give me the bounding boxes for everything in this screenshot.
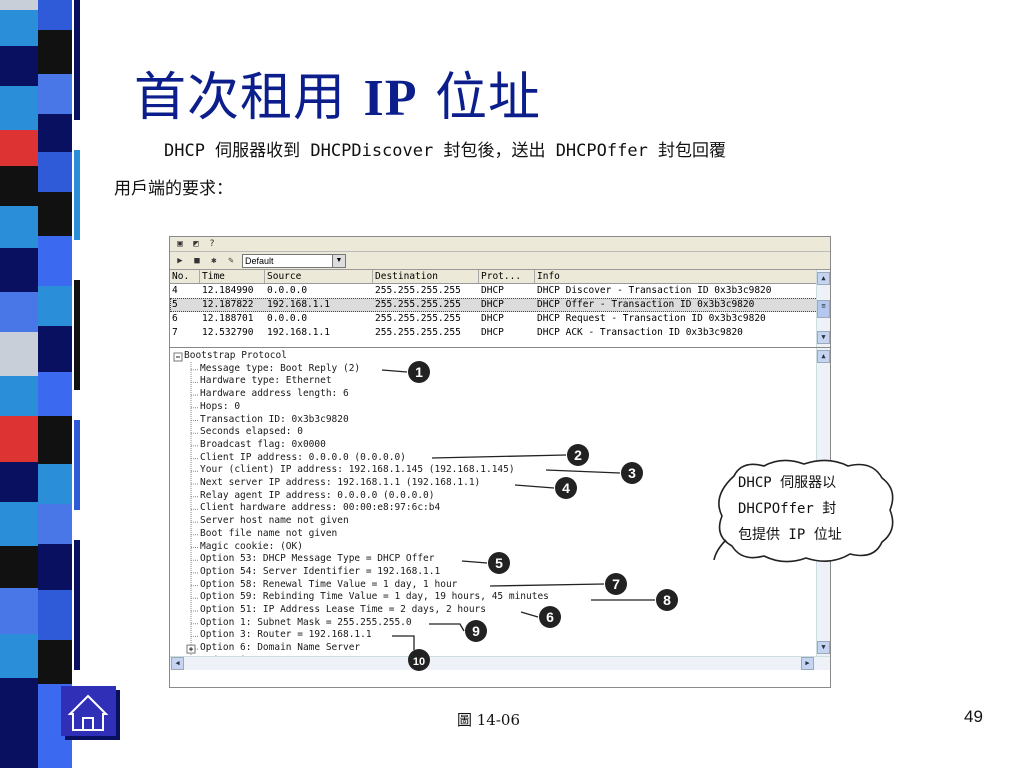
tree-item[interactable]: Relay agent IP address: 0.0.0.0 (0.0.0.0… bbox=[200, 489, 435, 501]
column-header[interactable]: Prot... bbox=[479, 270, 535, 283]
main-toolbar: ▣ ◩ ? bbox=[170, 237, 830, 252]
packet-cell: DHCP Request - Transaction ID 0x3b3c9820 bbox=[537, 313, 766, 324]
tree-item[interactable]: Hardware type: Ethernet bbox=[200, 375, 332, 387]
packet-cell: 5 bbox=[172, 299, 178, 310]
column-header[interactable]: Info bbox=[535, 270, 830, 283]
packet-cell: 255.255.255.255 bbox=[375, 313, 461, 324]
callout-line-3: 包提供 IP 位址 bbox=[738, 527, 842, 543]
scroll-up-icon[interactable]: ▲ bbox=[817, 350, 830, 363]
save-icon[interactable]: ▣ bbox=[177, 239, 183, 249]
tree-item[interactable]: Message type: Boot Reply (2) bbox=[200, 362, 361, 374]
tree-item[interactable]: Hops: 0 bbox=[200, 400, 241, 412]
options-icon[interactable]: ✱ bbox=[211, 255, 217, 266]
home-icon[interactable] bbox=[61, 686, 120, 740]
tree-item[interactable]: Option 3: Router = 192.168.1.1 bbox=[200, 629, 372, 641]
packet-cell: 12.187822 bbox=[202, 299, 254, 310]
tree-item[interactable]: Boot file name not given bbox=[200, 527, 338, 539]
open-folder-icon[interactable]: ◩ bbox=[193, 239, 199, 249]
expand-icon[interactable] bbox=[186, 644, 196, 654]
tree-item[interactable]: Magic cookie: (OK) bbox=[200, 540, 303, 552]
packet-cell: 12.532790 bbox=[202, 327, 254, 338]
packet-row[interactable]: 7 12.532790 192.168.1.1 255.255.255.255 DHCP… bbox=[170, 326, 830, 340]
collapse-icon[interactable] bbox=[173, 352, 183, 362]
callout-cloud: DHCP 伺服器以 DHCPOffer 封 包提供 IP 位址 bbox=[712, 456, 898, 566]
title-tail: 位址 bbox=[417, 68, 542, 128]
tree-item[interactable]: Your (client) IP address: 192.168.1.145 … bbox=[200, 464, 515, 476]
intro-line-1: DHCP 伺服器收到 DHCPDiscover 封包後，送出 DHCPOffer… bbox=[164, 141, 727, 161]
packet-list-scrollbar[interactable]: ▲ ≡ ▼ bbox=[816, 270, 830, 347]
packet-cell: 0.0.0.0 bbox=[267, 285, 308, 296]
packet-cell: DHCP bbox=[481, 313, 504, 324]
tree-item[interactable]: Option 54: Server Identifier = 192.168.1… bbox=[200, 565, 441, 577]
scroll-down-icon[interactable]: ▼ bbox=[817, 641, 830, 654]
packet-cell: 12.188701 bbox=[202, 313, 254, 324]
tree-item[interactable]: Option 6: Domain Name Server bbox=[200, 642, 361, 654]
filter-icon[interactable]: ✎ bbox=[228, 255, 234, 266]
packet-cell: 6 bbox=[172, 313, 178, 324]
tree-item[interactable]: Transaction ID: 0x3b3c9820 bbox=[200, 413, 349, 425]
scroll-down-icon[interactable]: ▼ bbox=[817, 331, 830, 344]
slide-title: 首次租用 IP 位址 bbox=[134, 55, 541, 130]
tree-item[interactable]: Option 58: Renewal Time Value = 1 day, 1… bbox=[200, 578, 458, 590]
packet-row[interactable]: 6 12.188701 0.0.0.0 255.255.255.255 DHCP DHCP… bbox=[170, 312, 830, 326]
tree-item[interactable]: Server host name not given bbox=[200, 515, 349, 527]
figure-caption: 圖 14-06 bbox=[457, 711, 521, 729]
tree-item[interactable]: Option 59: Rebinding Time Value = 1 day,… bbox=[200, 591, 549, 603]
column-header[interactable]: No. bbox=[170, 270, 200, 283]
packet-cell: DHCP bbox=[481, 285, 504, 296]
filter-select[interactable]: Default ▼ bbox=[242, 253, 346, 268]
scroll-thumb[interactable]: ≡ bbox=[817, 300, 830, 318]
scroll-left-icon[interactable]: ◀ bbox=[171, 657, 184, 670]
packet-cell: DHCP ACK - Transaction ID 0x3b3c9820 bbox=[537, 327, 743, 338]
title-bold: IP bbox=[363, 70, 418, 127]
chevron-down-icon[interactable]: ▼ bbox=[332, 254, 345, 267]
title-text: 首次租用 bbox=[134, 68, 364, 128]
scroll-right-icon[interactable]: ▶ bbox=[801, 657, 814, 670]
column-header[interactable]: Source bbox=[265, 270, 373, 283]
packet-cell: 0.0.0.0 bbox=[267, 313, 308, 324]
packet-cell: DHCP Discover - Transaction ID 0x3b3c982… bbox=[537, 285, 772, 296]
column-header[interactable]: Destination bbox=[373, 270, 479, 283]
column-header[interactable]: Time bbox=[200, 270, 265, 283]
tree-item[interactable]: Option 51: IP Address Lease Time = 2 day… bbox=[200, 604, 486, 615]
horizontal-scrollbar[interactable]: ◀ ▶ bbox=[170, 656, 830, 670]
filter-value: Default bbox=[245, 255, 274, 266]
play-icon[interactable]: ▶ bbox=[177, 255, 183, 266]
tree-root[interactable]: Bootstrap Protocol bbox=[184, 350, 287, 361]
tree-item[interactable]: Client IP address: 0.0.0.0 (0.0.0.0) bbox=[200, 451, 406, 463]
callout-line-2: DHCPOffer 封 bbox=[738, 501, 837, 517]
packet-row[interactable]: 4 12.184990 0.0.0.0 255.255.255.255 DHCP DHCP… bbox=[170, 284, 830, 298]
packet-cell: DHCP bbox=[481, 327, 504, 338]
packet-cell: DHCP Offer - Transaction ID 0x3b3c9820 bbox=[537, 299, 755, 310]
packet-row[interactable]: 5 12.187822 192.168.1.1 255.255.255.255 DHCP… bbox=[170, 298, 830, 312]
intro-line-2: 用戶端的要求： bbox=[114, 179, 233, 199]
packet-cell: 192.168.1.1 bbox=[267, 299, 330, 310]
packet-cell: DHCP bbox=[481, 299, 504, 310]
callout-line-1: DHCP 伺服器以 bbox=[738, 475, 837, 491]
tree-item[interactable]: Hardware address length: 6 bbox=[200, 388, 349, 400]
packet-cell: 12.184990 bbox=[202, 285, 254, 296]
packet-cell: 192.168.1.1 bbox=[267, 327, 330, 338]
scroll-up-icon[interactable]: ▲ bbox=[817, 272, 830, 285]
packet-cell: 4 bbox=[172, 285, 178, 296]
tree-item[interactable]: Option 53: DHCP Message Type = DHCP Offe… bbox=[200, 553, 435, 565]
tree-item[interactable]: Broadcast flag: 0x0000 bbox=[200, 438, 326, 450]
page-number: 49 bbox=[964, 707, 983, 726]
tree-item[interactable]: Next server IP address: 192.168.1.1 (192… bbox=[200, 477, 481, 488]
tree-item[interactable]: Option 1: Subnet Mask = 255.255.255.0 bbox=[200, 616, 412, 628]
tree-item[interactable]: Client hardware address: 00:00:e8:97:6c:… bbox=[200, 502, 441, 514]
help-icon[interactable]: ? bbox=[209, 239, 215, 249]
stop-icon[interactable]: ■ bbox=[194, 255, 200, 266]
packet-cell: 255.255.255.255 bbox=[375, 327, 461, 338]
packet-cell: 255.255.255.255 bbox=[375, 285, 461, 296]
packet-cell: 255.255.255.255 bbox=[375, 299, 461, 310]
capture-toolbar: ▶ ■ ✱ ✎ Default ▼ bbox=[170, 252, 830, 270]
packet-cell: 7 bbox=[172, 327, 178, 338]
tree-item[interactable]: Seconds elapsed: 0 bbox=[200, 426, 303, 438]
decorative-stripe-bar bbox=[0, 0, 100, 768]
